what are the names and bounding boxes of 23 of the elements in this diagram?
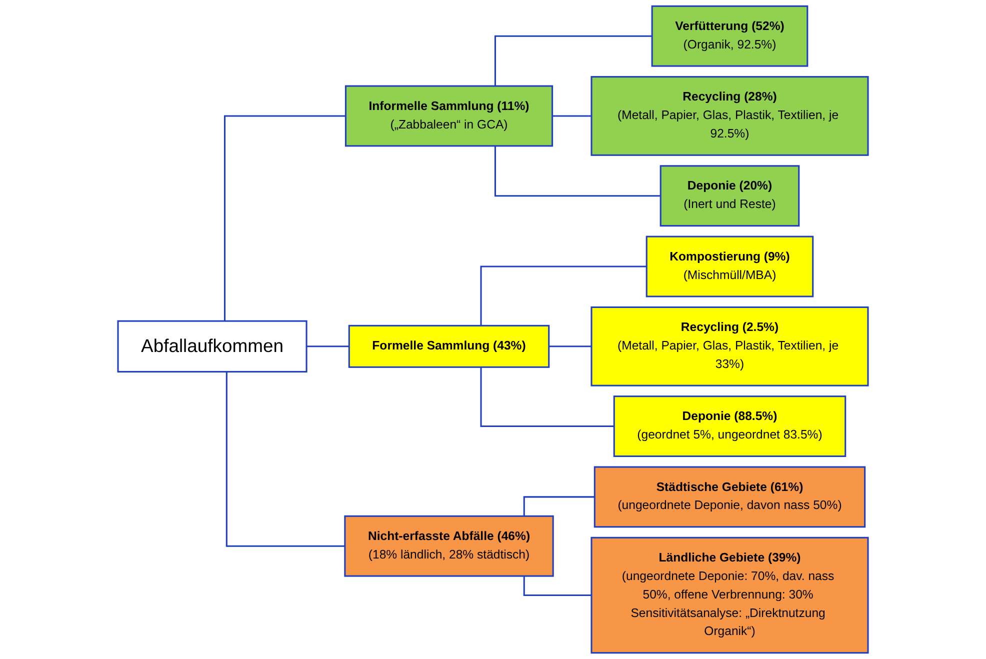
connector <box>494 146 661 197</box>
node-box: Kompostierung (9%) (Mischmüll/MBA) <box>646 236 814 298</box>
connector <box>548 346 592 348</box>
connector <box>523 576 592 596</box>
node-box: Informelle Sammlung (11%) („Zabbaleen“ in GCA) <box>344 85 554 147</box>
connector <box>306 346 350 348</box>
node-box: Deponie (88.5%) (geordnet 5%, ungeordnet 83.5%) <box>613 396 846 457</box>
connector <box>552 115 592 117</box>
connector <box>480 367 614 428</box>
node-box: Nicht-erfasste Abfälle (46%) (18% ländlich, 28% städtisch) <box>344 515 554 577</box>
node-box: Deponie (20%) (Inert und Reste) <box>660 165 800 227</box>
node-box: Recycling (2.5%) (Metall, Papier, Glas, Plastik, Textilien, je 33%) <box>590 306 869 386</box>
node-box: Recycling (28%) (Metall, Papier, Glas, Plastik, Textilien, je 92.5%) <box>590 76 869 156</box>
node-box: Ländliche Gebiete (39%) (ungeordnete Deponie: 70%, dav. nass 50%, offene Verbrennung: 30% Sensitivitätsanalyse: „Direktnutzung Organik“) <box>590 536 869 654</box>
node-box: Abfallaufkommen <box>117 320 308 373</box>
connector <box>480 266 647 326</box>
connector <box>494 35 652 86</box>
connector <box>224 115 346 322</box>
node-box: Städtische Gebiete (61%) (ungeordnete Deponie, davon nass 50%) <box>594 466 866 528</box>
connector <box>523 496 595 516</box>
connector <box>226 372 345 547</box>
node-box: Formelle Sammlung (43%) <box>348 324 550 368</box>
node-box: Verfütterung (52%) (Organik, 92.5%) <box>651 5 808 67</box>
